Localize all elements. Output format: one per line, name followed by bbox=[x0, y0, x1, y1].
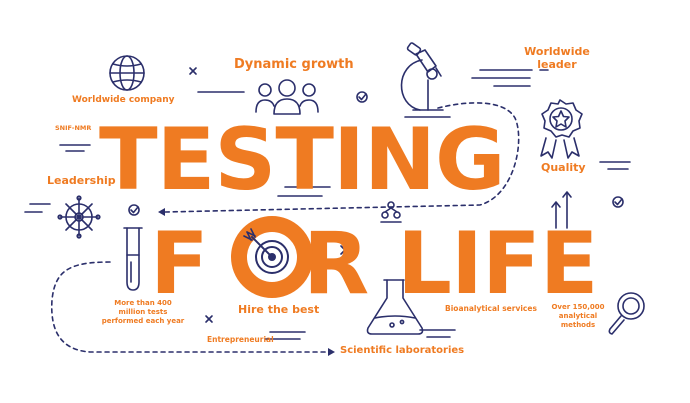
label-tests-line1: More than 400 bbox=[114, 299, 172, 307]
arrow-right-icon bbox=[328, 348, 335, 356]
label-leadership: Leadership bbox=[47, 174, 116, 187]
label-bioanalytical-services: Bioanalytical services bbox=[445, 304, 537, 313]
dashed-path-bottom-left bbox=[50, 261, 331, 353]
label-snif-nmr: SNIF-NMR bbox=[55, 124, 92, 132]
microscope-icon bbox=[400, 42, 451, 118]
deco-lines-left-mid bbox=[24, 203, 51, 213]
label-tests-line3: performed each year bbox=[101, 317, 185, 326]
label-entrepreneurial: Entrepreneurial bbox=[207, 335, 274, 344]
label-worldwide-leader-line2: leader bbox=[537, 57, 577, 71]
label-worldwide-leader: Worldwide leader bbox=[520, 45, 594, 71]
label-hire-the-best: Hire the best bbox=[238, 303, 320, 316]
label-tests-line2: million tests bbox=[118, 308, 168, 317]
x-mark-icon bbox=[340, 245, 350, 255]
award-medal-icon bbox=[540, 99, 583, 159]
label-tests-performed: More than 400 million tests performed ea… bbox=[97, 299, 189, 326]
x-mark-icon bbox=[205, 315, 213, 323]
check-circle-icon bbox=[356, 91, 368, 103]
check-circle-icon bbox=[612, 196, 624, 208]
label-worldwide-leader-line1: Worldwide bbox=[524, 45, 590, 58]
bar-arrows-icon bbox=[551, 191, 572, 229]
deco-lines-quality bbox=[599, 161, 631, 170]
dashed-path-top-right bbox=[164, 102, 520, 213]
label-methods-line2: analytical bbox=[558, 312, 598, 321]
headline-f: F bbox=[150, 214, 209, 314]
label-methods-line3: methods bbox=[560, 321, 596, 330]
label-methods-line1: Over 150,000 bbox=[551, 303, 605, 311]
flask-icon bbox=[366, 279, 424, 335]
label-scientific-laboratories: Scientific laboratories bbox=[340, 345, 465, 356]
ship-wheel-icon bbox=[57, 195, 101, 239]
label-worldwide-company: Worldwide company bbox=[72, 95, 175, 105]
deco-lines-bottom-center bbox=[264, 329, 456, 340]
x-mark-icon bbox=[189, 67, 197, 75]
people-group-icon bbox=[255, 79, 319, 115]
label-quality: Quality bbox=[541, 161, 586, 174]
network-icon bbox=[380, 201, 402, 223]
deco-lines-snif bbox=[59, 144, 91, 152]
arrow-left-icon bbox=[158, 208, 165, 216]
label-dynamic-growth: Dynamic growth bbox=[234, 57, 354, 72]
magnifier-icon bbox=[608, 292, 645, 335]
label-analytical-methods: Over 150,000 analytical methods bbox=[548, 303, 608, 330]
deco-lines-center bbox=[277, 186, 331, 197]
check-circle-icon bbox=[128, 204, 140, 216]
headline-testing: TESTING bbox=[99, 110, 506, 210]
test-tube-icon bbox=[123, 227, 143, 291]
headline-r-life: R LIFE bbox=[303, 214, 598, 314]
deco-lines-worldwide-leader bbox=[471, 69, 549, 87]
globe-icon bbox=[109, 55, 145, 91]
